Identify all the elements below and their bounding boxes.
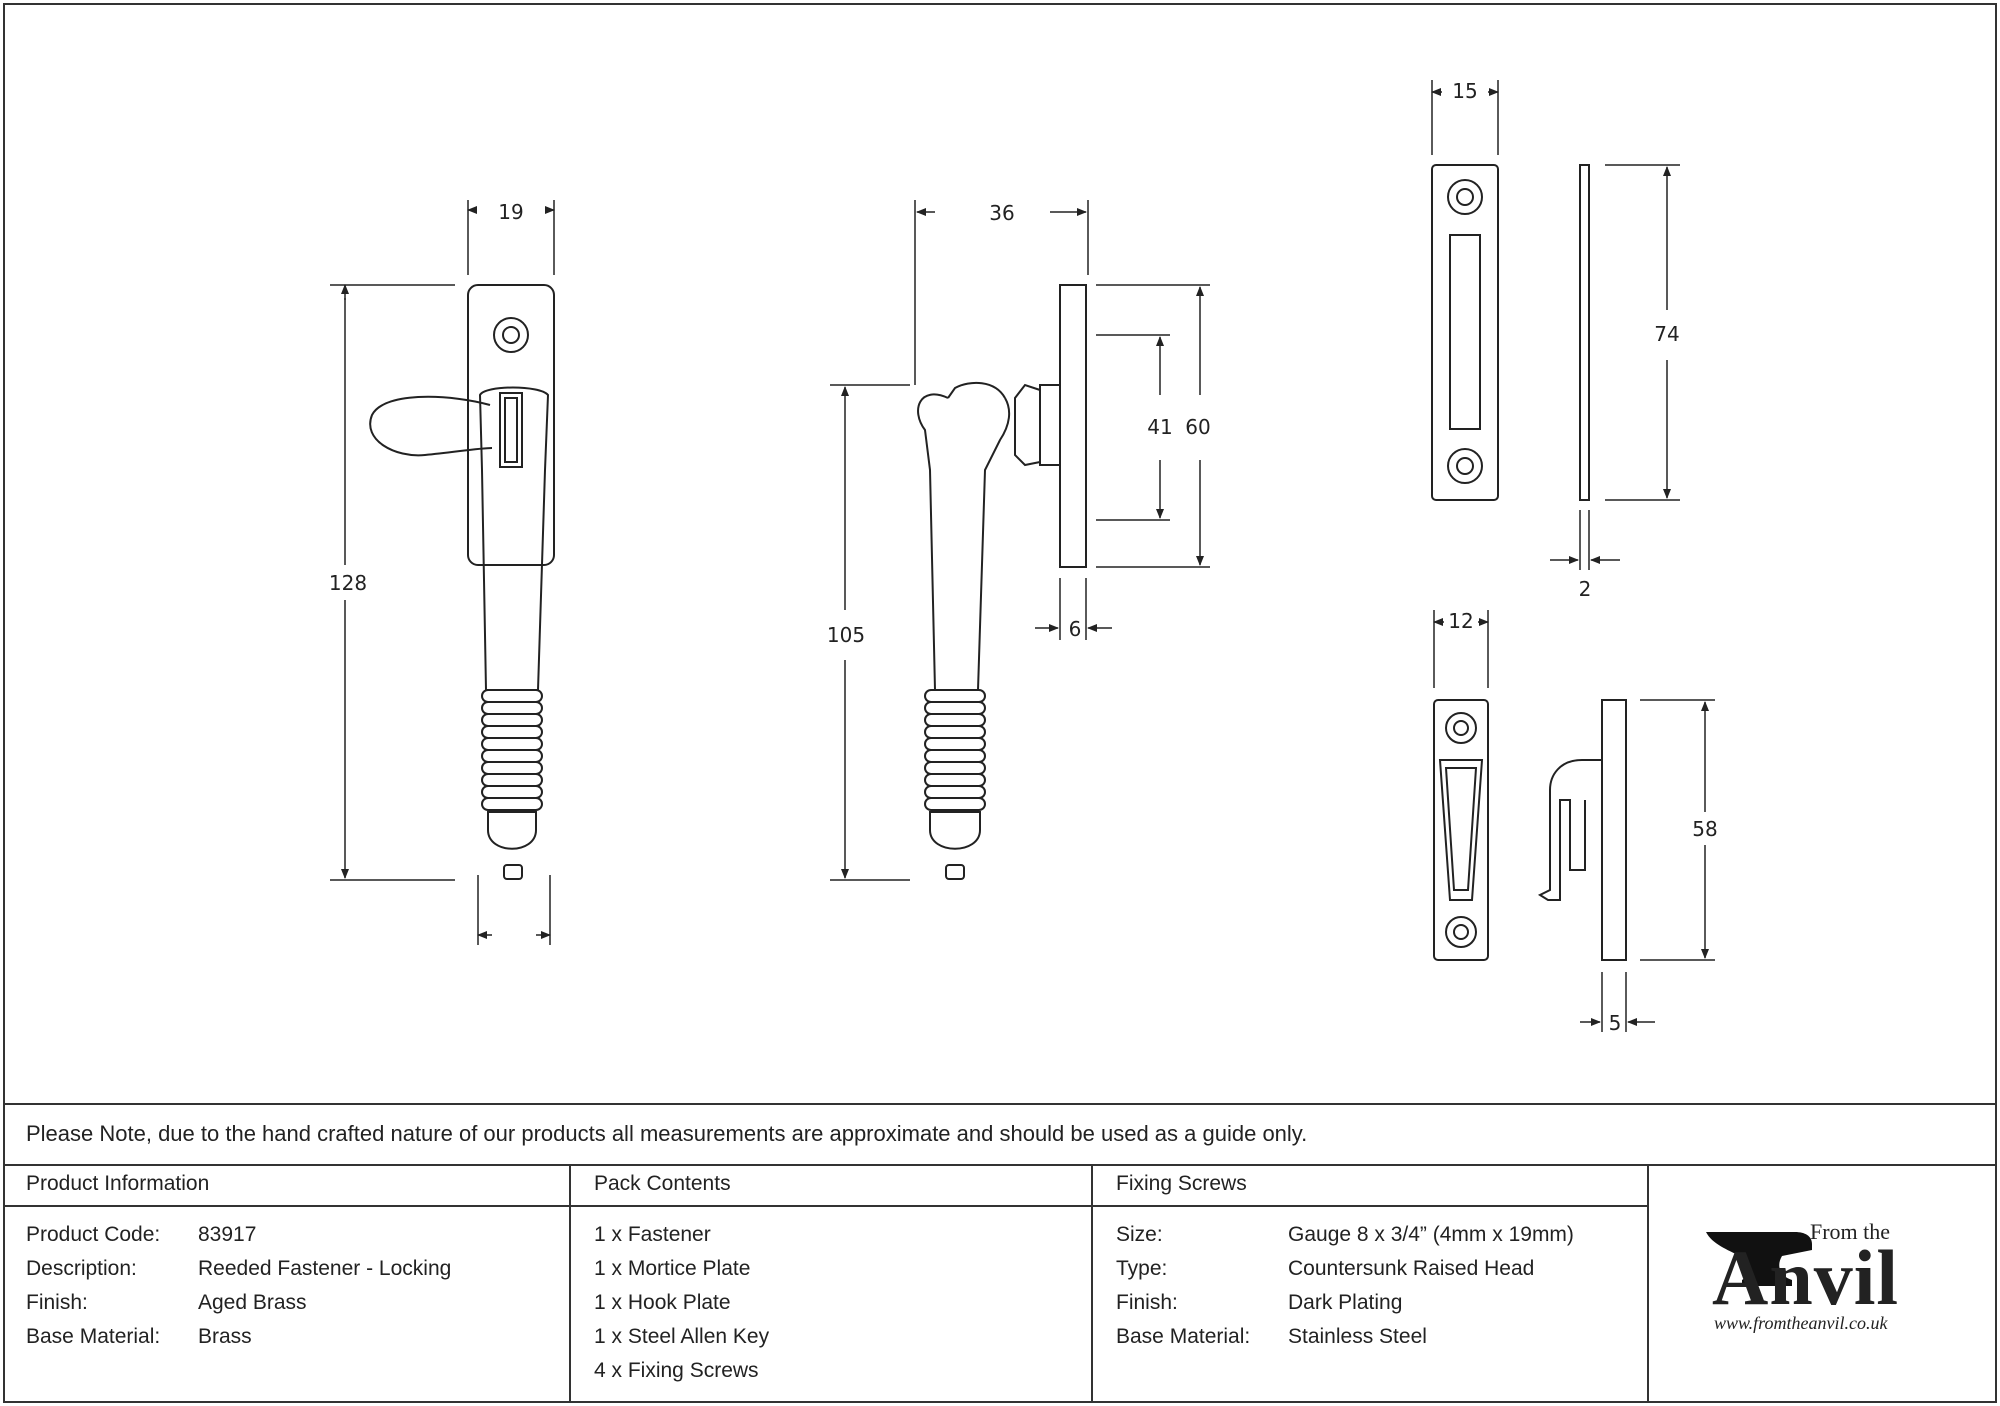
- description-value: Reeded Fastener - Locking: [198, 1257, 452, 1280]
- dim-front-width: 19: [498, 200, 523, 224]
- side-reeds: [924, 689, 986, 811]
- dim-mortice-thickness: 2: [1579, 577, 1592, 601]
- product-code-value: 83917: [198, 1223, 257, 1246]
- screw-type-label: Type:: [1116, 1257, 1168, 1280]
- brand-logo: From the Anvil www.fromtheanvil.co.uk: [1700, 1215, 1960, 1345]
- mortice-plate: [1431, 164, 1590, 501]
- fastener-front-view: [369, 284, 555, 880]
- product-info-title: Product Information: [26, 1172, 210, 1195]
- dim-side-height: 105: [827, 623, 865, 647]
- logo-name: Anvil: [1712, 1234, 1900, 1321]
- pack-contents-title: Pack Contents: [594, 1172, 731, 1195]
- screw-type-value: Countersunk Raised Head: [1288, 1257, 1535, 1280]
- screw-size-value: Gauge 8 x 3/4” (4mm x 19mm): [1288, 1223, 1574, 1246]
- dim-hook-thickness: 5: [1609, 1011, 1622, 1035]
- dim-hook-width: 12: [1448, 609, 1473, 633]
- dim-front-height: 128: [329, 571, 367, 595]
- pack-item: 1 x Steel Allen Key: [594, 1325, 770, 1348]
- screw-size-label: Size:: [1116, 1223, 1163, 1246]
- dim-mortice-height: 74: [1654, 322, 1679, 346]
- anvil-logo-icon: [1706, 1232, 1812, 1286]
- pack-item: 1 x Fastener: [594, 1223, 711, 1246]
- drawing-frame: [3, 3, 1997, 1403]
- screw-material-label: Base Material:: [1116, 1325, 1251, 1348]
- measurement-note: Please Note, due to the hand crafted nat…: [26, 1121, 1308, 1146]
- fastener-side-view: [917, 284, 1087, 880]
- finish-label: Finish:: [26, 1291, 88, 1314]
- logo-from-text: From the: [1810, 1219, 1891, 1244]
- screw-finish-value: Dark Plating: [1288, 1291, 1403, 1314]
- base-material-value: Brass: [198, 1325, 252, 1348]
- finish-value: Aged Brass: [198, 1291, 307, 1314]
- dim-plate-outer: 60: [1185, 415, 1210, 439]
- screw-finish-label: Finish:: [1116, 1291, 1178, 1314]
- front-reeds: [481, 689, 543, 811]
- fixing-screws-title: Fixing Screws: [1116, 1172, 1247, 1195]
- dim-side-reach: 36: [989, 201, 1014, 225]
- pack-item: 4 x Fixing Screws: [594, 1359, 759, 1382]
- base-material-label: Base Material:: [26, 1325, 161, 1348]
- pack-item: 1 x Mortice Plate: [594, 1257, 751, 1280]
- dim-plate-inner: 41: [1147, 415, 1172, 439]
- screw-material-value: Stainless Steel: [1288, 1325, 1427, 1348]
- product-code-label: Product Code:: [26, 1223, 161, 1246]
- dim-plate-thickness: 6: [1069, 617, 1082, 641]
- dim-mortice-width: 15: [1452, 79, 1477, 103]
- pack-item: 1 x Hook Plate: [594, 1291, 731, 1314]
- logo-url: www.fromtheanvil.co.uk: [1714, 1313, 1888, 1333]
- dim-hook-height: 58: [1692, 817, 1717, 841]
- description-label: Description:: [26, 1257, 137, 1280]
- hook-plate: [1433, 699, 1627, 961]
